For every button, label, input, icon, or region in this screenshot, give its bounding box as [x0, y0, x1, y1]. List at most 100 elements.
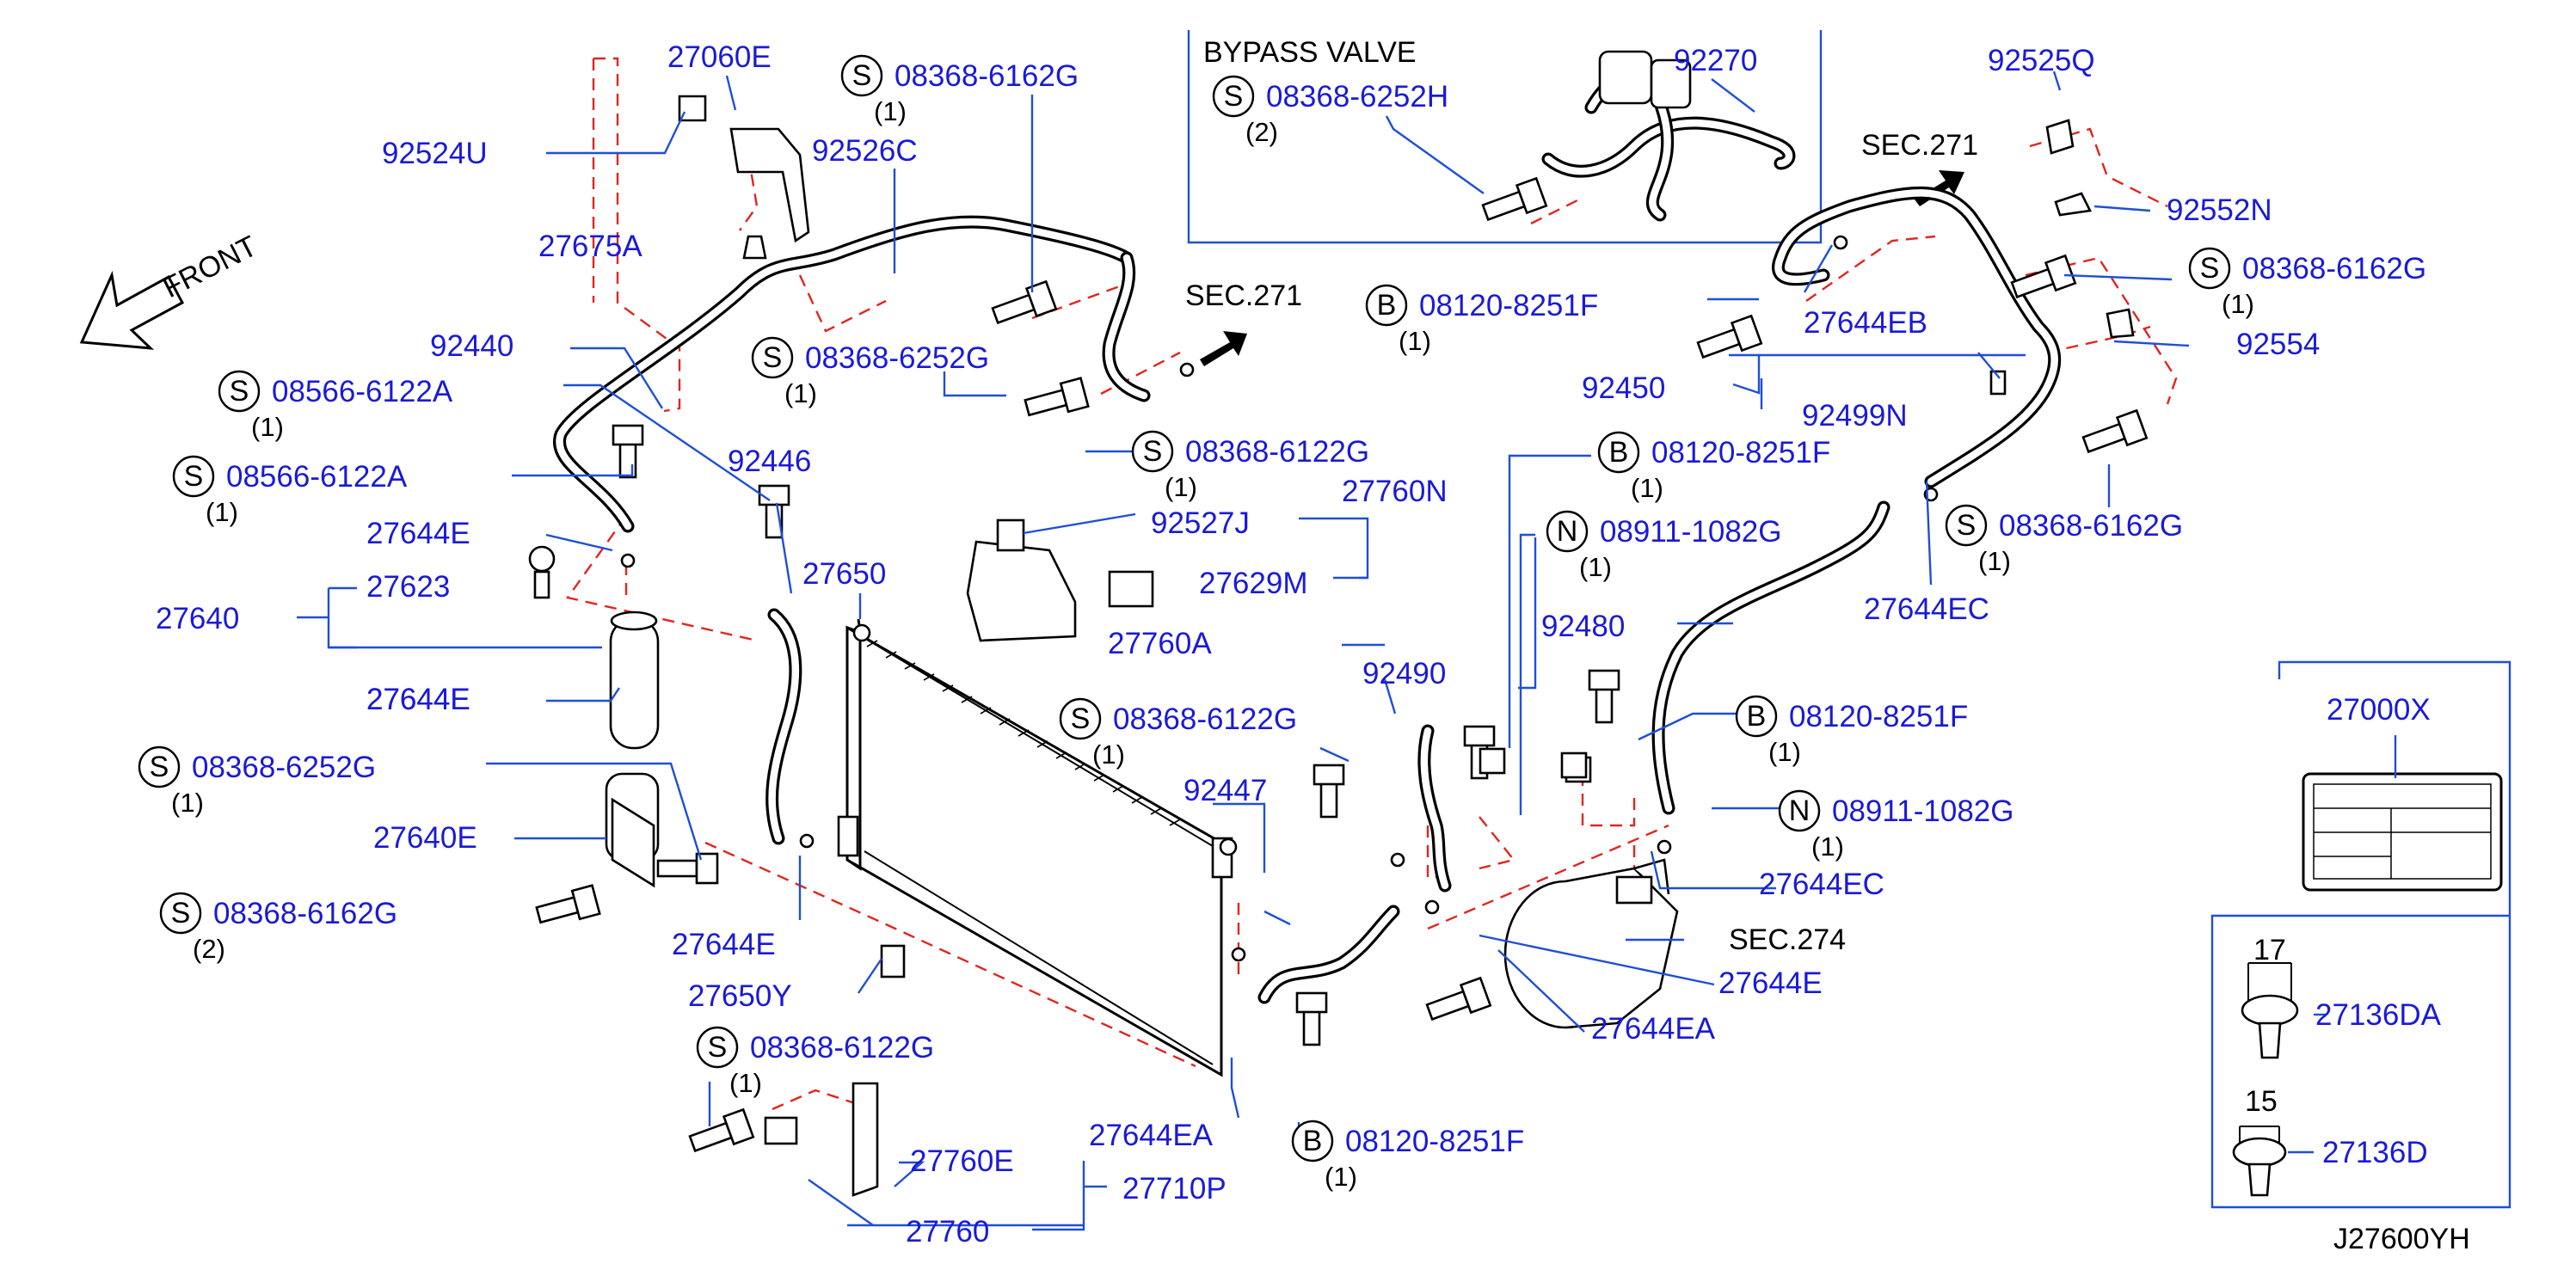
- part-number-08368-6162g[interactable]: 08368-6162G: [1999, 509, 2183, 543]
- part-number-27640[interactable]: 27640: [156, 602, 239, 635]
- quantity-label: (2): [1245, 117, 1278, 147]
- front-label: FRONT: [157, 230, 262, 304]
- part-number-08911-1082g[interactable]: 08911-1082G: [1832, 794, 2013, 828]
- part-number-27644ec[interactable]: 27644EC: [1759, 868, 1884, 901]
- quantity-label: (2): [193, 934, 225, 964]
- receiver-drier-27640: [609, 610, 660, 750]
- fastener-type-marker: [1365, 284, 1408, 327]
- hose-92446: [765, 608, 802, 845]
- fastener-type-letter: B: [1747, 700, 1767, 733]
- fastener-type-letter: S: [1957, 509, 1977, 542]
- part-number-92552n[interactable]: 92552N: [2167, 193, 2272, 227]
- part-number-27675a[interactable]: 27675A: [538, 230, 642, 263]
- part-number-92554[interactable]: 92554: [2236, 328, 2320, 361]
- fastener-type-letter: S: [171, 897, 191, 929]
- leader-lines: [297, 71, 2397, 1231]
- part-number-08120-8251f[interactable]: 08120-8251F: [1345, 1125, 1524, 1158]
- part-number-27644e[interactable]: 27644E: [366, 517, 470, 550]
- fastener-type-letter: S: [1224, 80, 1244, 113]
- part-number-27650y[interactable]: 27650Y: [688, 979, 792, 1013]
- part-number-27760e[interactable]: 27760E: [910, 1144, 1014, 1178]
- part-number-92446[interactable]: 92446: [728, 445, 811, 478]
- fastener-type-marker: [1059, 697, 1102, 740]
- fastener-type-marker: [751, 336, 794, 379]
- part-number-08368-6162g[interactable]: 08368-6162G: [2242, 252, 2426, 285]
- part-number-27710p[interactable]: 27710P: [1122, 1172, 1227, 1205]
- fastener-type-marker: [218, 370, 261, 413]
- part-number-08120-8251f[interactable]: 08120-8251F: [1419, 289, 1598, 322]
- part-number-27760[interactable]: 27760: [906, 1215, 989, 1248]
- part-number-92527j[interactable]: 92527J: [1151, 506, 1250, 540]
- part-number-92490[interactable]: 92490: [1362, 657, 1446, 690]
- quantity-label: (1): [874, 96, 907, 126]
- fastener-type-letter: S: [763, 341, 783, 374]
- part-number-08368-6162g[interactable]: 08368-6162G: [895, 59, 1079, 93]
- part-number-08911-1082g[interactable]: 08911-1082G: [1600, 515, 1781, 549]
- fastener-type-letter: S: [1071, 702, 1091, 735]
- part-number-27060e[interactable]: 27060E: [667, 40, 772, 74]
- part-number-08368-6162g[interactable]: 08368-6162G: [213, 897, 397, 930]
- fastener-type-letter: S: [230, 375, 249, 408]
- quantity-label: (1): [1978, 546, 2011, 576]
- part-number-08368-6252g[interactable]: 08368-6252G: [192, 751, 376, 784]
- fastener-type-marker: [2188, 247, 2231, 290]
- hose-92440: [552, 215, 1134, 533]
- part-number-92450[interactable]: 92450: [1582, 371, 1665, 405]
- fastener-type-marker: [696, 1026, 739, 1069]
- part-number-27760n[interactable]: 27760N: [1342, 475, 1448, 508]
- part-number-27644ea[interactable]: 27644EA: [1089, 1119, 1214, 1152]
- part-number-27640e[interactable]: 27640E: [373, 821, 477, 855]
- hose-92450: [1772, 186, 2062, 488]
- part-number-08120-8251f[interactable]: 08120-8251F: [1789, 700, 1968, 733]
- part-number-27644eb[interactable]: 27644EB: [1804, 306, 1927, 340]
- part-number-27644e[interactable]: 27644E: [1718, 966, 1823, 1000]
- clip-27136D: [2232, 1126, 2287, 1197]
- quantity-label: (1): [1631, 473, 1663, 503]
- part-number-27644ec[interactable]: 27644EC: [1864, 592, 1989, 626]
- clip-27136DA: [2241, 962, 2299, 1059]
- part-number-27136da[interactable]: 27136DA: [2315, 998, 2442, 1032]
- part-number-92526c[interactable]: 92526C: [812, 134, 918, 168]
- part-number-92499n[interactable]: 92499N: [1802, 399, 1908, 432]
- fastener-type-letter: B: [1303, 1125, 1323, 1157]
- fastener-type-letter: B: [1609, 436, 1629, 469]
- sec-ref-compressor: SEC.274: [1729, 923, 1846, 956]
- part-number-08368-6122g[interactable]: 08368-6122G: [1113, 702, 1297, 736]
- part-number-27644ea[interactable]: 27644EA: [1591, 1012, 1716, 1046]
- part-number-27136d[interactable]: 27136D: [2322, 1136, 2428, 1169]
- clip-size-15: 15: [2245, 1085, 2278, 1118]
- part-number-27760a[interactable]: 27760A: [1108, 627, 1212, 660]
- part-number-27629m[interactable]: 27629M: [1199, 567, 1307, 600]
- part-number-27000x[interactable]: 27000X: [2327, 693, 2431, 727]
- part-number-92524u[interactable]: 92524U: [382, 137, 488, 170]
- quantity-label: (1): [1092, 739, 1125, 770]
- sec-ref-upper-mid: SEC.271: [1185, 279, 1302, 312]
- part-number-92525q[interactable]: 92525Q: [1988, 44, 2095, 77]
- part-number-08566-6122a[interactable]: 08566-6122A: [272, 375, 453, 408]
- part-number-08368-6122g[interactable]: 08368-6122G: [1185, 435, 1369, 469]
- fastener-type-letter: B: [1377, 289, 1397, 322]
- hose-sec271-connector: [1102, 251, 1151, 402]
- fastener-type-marker: [1735, 695, 1778, 738]
- part-number-92447[interactable]: 92447: [1183, 774, 1267, 807]
- part-number-08368-6122g[interactable]: 08368-6122G: [750, 1031, 934, 1064]
- part-number-08566-6122a[interactable]: 08566-6122A: [226, 460, 408, 494]
- hose-92447: [1257, 905, 1400, 1004]
- part-number-92480[interactable]: 92480: [1541, 610, 1625, 643]
- part-number-27623[interactable]: 27623: [366, 570, 450, 604]
- fastener-type-marker: [172, 455, 215, 498]
- sec-ref-upper-right: SEC.271: [1861, 129, 1978, 162]
- fastener-type-marker: [1597, 431, 1640, 474]
- part-number-27650[interactable]: 27650: [802, 557, 886, 591]
- part-number-08368-6252h[interactable]: 08368-6252H: [1266, 80, 1448, 113]
- part-number-92270[interactable]: 92270: [1674, 44, 1757, 77]
- part-number-08368-6252g[interactable]: 08368-6252G: [805, 341, 989, 375]
- part-number-08120-8251f[interactable]: 08120-8251F: [1651, 436, 1830, 469]
- part-number-92440[interactable]: 92440: [430, 329, 513, 363]
- part-number-27644e[interactable]: 27644E: [366, 683, 470, 716]
- quantity-label: (1): [729, 1068, 762, 1098]
- part-number-27644e[interactable]: 27644E: [672, 928, 776, 961]
- part-number-27644e[interactable]: 27644E: [366, 683, 470, 716]
